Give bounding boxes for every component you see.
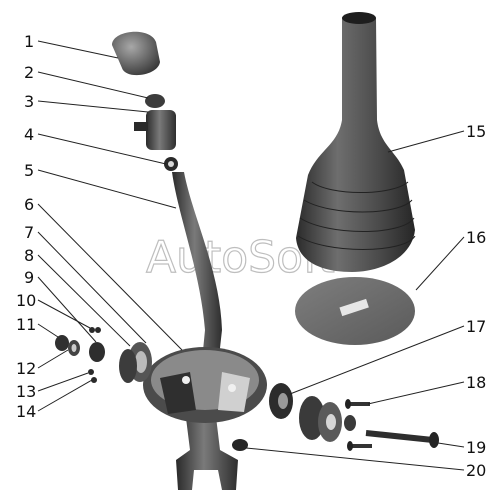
- callout-12: 12: [16, 359, 36, 378]
- callout-5: 5: [24, 161, 34, 180]
- part-14-pin: [91, 377, 97, 383]
- callout-13: 13: [16, 382, 36, 401]
- part-18-bolts: [345, 399, 372, 451]
- part-19-long-bolt: [365, 430, 439, 448]
- part-6-housing: [143, 347, 267, 423]
- right-bearing-hub: [299, 396, 342, 442]
- part-2-nut: [145, 94, 165, 108]
- part-4-ring: [164, 157, 178, 171]
- callout-18: 18: [466, 373, 486, 392]
- callout-labels: 1 2 3 4 5 6 7 8 9 10 11 12 13 14 15 16 1…: [16, 32, 486, 480]
- callout-8: 8: [24, 246, 34, 265]
- callout-7: 7: [24, 223, 34, 242]
- part-20-nut: [232, 439, 248, 451]
- right-small-washers: [344, 415, 356, 431]
- callout-1: 1: [24, 32, 34, 51]
- callout-9: 9: [24, 268, 34, 287]
- callout-14: 14: [16, 402, 36, 421]
- callout-3: 3: [24, 92, 34, 111]
- part-10-pin: [89, 327, 101, 333]
- part-5-lever: [172, 172, 222, 402]
- part-8-gasket: [119, 349, 137, 383]
- part-12-washer: [68, 340, 80, 356]
- part-13-spring-washer: [88, 369, 94, 375]
- callout-6: 6: [24, 195, 34, 214]
- callout-16: 16: [466, 228, 486, 247]
- callout-11: 11: [16, 315, 36, 334]
- lever-fork-bracket: [176, 400, 238, 490]
- callout-10: 10: [16, 291, 36, 310]
- callout-2: 2: [24, 63, 34, 82]
- callout-4: 4: [24, 125, 34, 144]
- callout-20: 20: [466, 461, 486, 480]
- part-11-nut: [55, 335, 69, 351]
- part-17-bushing: [269, 383, 293, 419]
- part-15-boot: [296, 12, 416, 272]
- part-9-bushing: [89, 342, 105, 362]
- callout-19: 19: [466, 438, 486, 457]
- callout-15: 15: [466, 122, 486, 141]
- leader-lines: [37, 40, 465, 471]
- callout-17: 17: [466, 317, 486, 336]
- part-1-knob: [112, 31, 160, 76]
- part-16-disc: [295, 277, 415, 345]
- part-3-bushing: [134, 110, 176, 150]
